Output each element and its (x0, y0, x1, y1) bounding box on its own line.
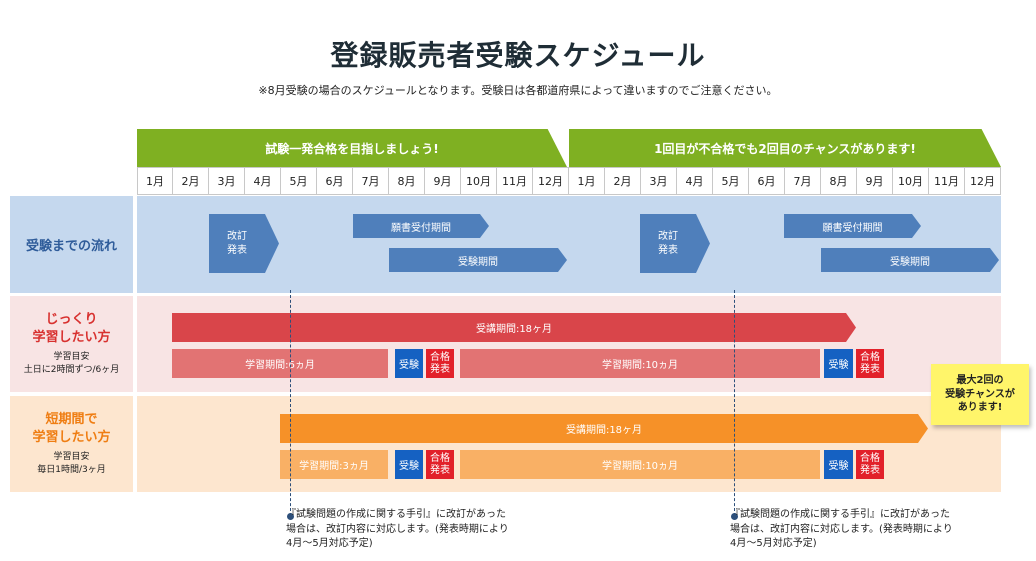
application-period-arrow-2: 願書受付期間 (784, 214, 921, 238)
banner-first-attempt: 試験一発合格を目指しましょう! (137, 129, 567, 167)
pass-announcement-box: 合格 発表 (426, 349, 454, 378)
pass-label: 合格 (860, 352, 880, 363)
month-cell: 2月 (605, 167, 641, 195)
note-line-1: 『試験問題の作成に関する手引』に改訂があった (286, 509, 506, 520)
slow-label-line2: 学習したい方 (32, 329, 111, 345)
month-cell: 1月 (569, 167, 605, 195)
pass-label: 合格 (860, 453, 880, 464)
flow-row-background (137, 196, 1001, 293)
page-title: 登録販売者受験スケジュール (330, 39, 706, 72)
exam-box: 受験 (824, 349, 853, 378)
revision-guide-line-2 (734, 290, 735, 516)
page-subtitle: ※8月受験の場合のスケジュールとなります。受験日は各都道府県によって違いますので… (258, 84, 778, 97)
flow-label: 受験までの流れ (25, 239, 117, 254)
month-cell: 11月 (497, 167, 533, 195)
month-cell: 12月 (533, 167, 569, 195)
month-cell: 2月 (173, 167, 209, 195)
month-cell: 1月 (137, 167, 173, 195)
announcement-label: 発表 (860, 464, 880, 476)
month-cell: 9月 (857, 167, 893, 195)
fast-label-line2: 学習したい方 (32, 429, 111, 445)
row-label-flow: 受験までの流れ (10, 196, 133, 293)
banner-second-chance: 1回目が不合格でも2回目のチャンスがあります! (569, 129, 1001, 167)
month-cell: 6月 (317, 167, 353, 195)
month-cell: 4月 (245, 167, 281, 195)
fast-guide-detail: 毎日1時間/3ヶ月 (37, 465, 106, 476)
month-cell: 8月 (821, 167, 857, 195)
month-cell: 11月 (929, 167, 965, 195)
month-cell: 12月 (965, 167, 1001, 195)
pass-announcement-box: 合格 発表 (856, 349, 884, 378)
pass-label: 合格 (430, 352, 450, 363)
slow-label-line1: じっくり (45, 312, 98, 328)
announcement-label: 発表 (227, 244, 247, 256)
exam-box: 受験 (395, 349, 423, 378)
month-cell: 10月 (461, 167, 497, 195)
month-cell: 4月 (677, 167, 713, 195)
month-cell: 3月 (209, 167, 245, 195)
sticky-line-2: 受験チャンスが (945, 388, 1015, 400)
announcement-label: 発表 (860, 363, 880, 375)
revision-guide-dot-1 (287, 513, 294, 520)
pass-announcement-box: 合格 発表 (426, 450, 454, 479)
month-cell: 10月 (893, 167, 929, 195)
revision-announcement-arrow-1: 改訂 発表 (209, 214, 279, 273)
revision-label: 改訂 (658, 230, 678, 242)
fast-study-period-2: 学習期間:10ヵ月 (460, 450, 820, 479)
fast-course-period-arrow: 受講期間:18ヶ月 (280, 414, 928, 443)
revision-label: 改訂 (227, 230, 247, 242)
pass-label: 合格 (430, 453, 450, 464)
note-line-2: 場合は、改訂内容に対応します。(発表時期により (730, 523, 953, 535)
exam-box: 受験 (824, 450, 853, 479)
note-line-2: 場合は、改訂内容に対応します。(発表時期により (286, 523, 509, 535)
revision-guide-dot-2 (731, 513, 738, 520)
note-line-3: 4月～5月対応予定) (730, 538, 817, 549)
row-label-slow: じっくり 学習したい方 学習目安 土日に2時間ずつ/6ヶ月 (10, 296, 133, 392)
month-cell: 3月 (641, 167, 677, 195)
slow-course-period-arrow: 受講期間:18ヶ月 (172, 313, 856, 342)
fast-label-line1: 短期間で (45, 412, 98, 428)
fast-guide: 学習目安 (53, 452, 90, 463)
slow-guide: 学習目安 (53, 352, 90, 363)
announcement-label: 発表 (430, 464, 450, 476)
month-cell: 7月 (353, 167, 389, 195)
slow-study-period-1: 学習期間:6ヵ月 (172, 349, 388, 378)
sticky-line-3: あります! (957, 402, 1003, 414)
revision-note-1: 『試験問題の作成に関する手引』に改訂があった 場合は、改訂内容に対応します。(発… (286, 508, 566, 552)
fast-study-period-1: 学習期間:3ヵ月 (280, 450, 388, 479)
revision-announcement-arrow-2: 改訂 発表 (640, 214, 710, 273)
note-line-3: 4月～5月対応予定) (286, 538, 373, 549)
revision-guide-line-1 (290, 290, 291, 516)
application-period-arrow-1: 願書受付期間 (353, 214, 489, 238)
row-label-fast: 短期間で 学習したい方 学習目安 毎日1時間/3ヶ月 (10, 396, 133, 492)
revision-note-2: 『試験問題の作成に関する手引』に改訂があった 場合は、改訂内容に対応します。(発… (730, 508, 1010, 552)
month-cell: 5月 (281, 167, 317, 195)
month-cell: 9月 (425, 167, 461, 195)
month-cell: 6月 (749, 167, 785, 195)
note-line-1: 『試験問題の作成に関する手引』に改訂があった (730, 509, 950, 520)
exam-period-arrow-2: 受験期間 (821, 248, 999, 272)
announcement-label: 発表 (430, 363, 450, 375)
max-two-chances-note: 最大2回の 受験チャンスが あります! (931, 364, 1029, 425)
announcement-label: 発表 (658, 244, 678, 256)
exam-period-arrow-1: 受験期間 (389, 248, 567, 272)
month-cell: 8月 (389, 167, 425, 195)
sticky-line-1: 最大2回の (956, 375, 1004, 387)
month-cell: 5月 (713, 167, 749, 195)
slow-guide-detail: 土日に2時間ずつ/6ヶ月 (23, 365, 120, 376)
pass-announcement-box: 合格 発表 (856, 450, 884, 479)
slow-study-period-2: 学習期間:10ヵ月 (460, 349, 820, 378)
month-cell: 7月 (785, 167, 821, 195)
exam-box: 受験 (395, 450, 423, 479)
